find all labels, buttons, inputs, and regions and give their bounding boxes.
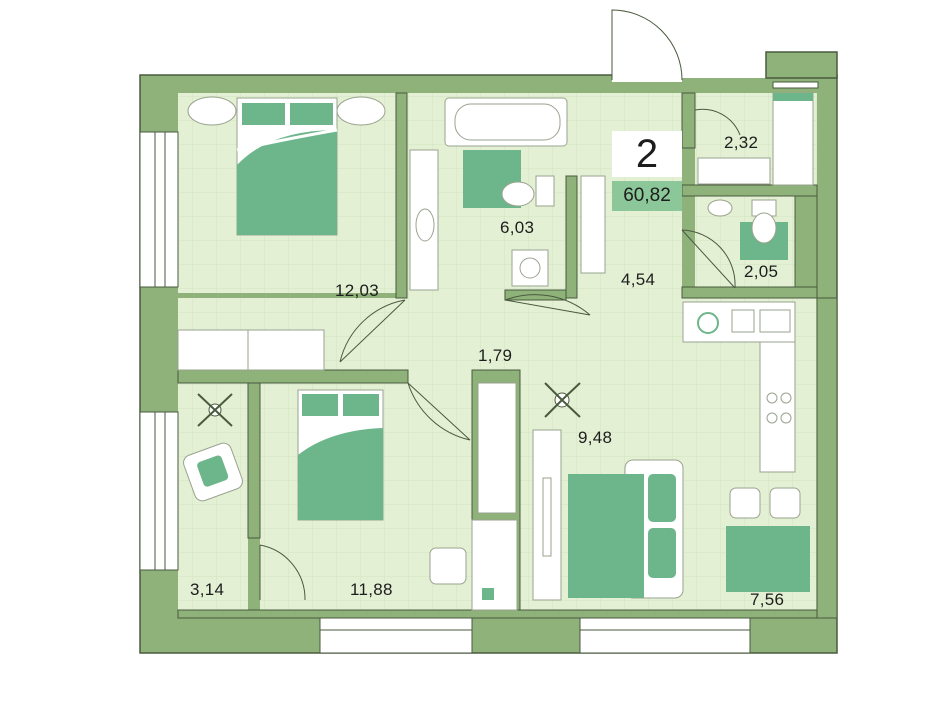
tv-unit bbox=[532, 429, 562, 601]
doors bbox=[259, 9, 741, 601]
area-living-room: 9,48 bbox=[578, 428, 613, 447]
area-bedroom-1: 12,03 bbox=[335, 281, 380, 300]
desk bbox=[429, 519, 518, 611]
area-toilet: 2,05 bbox=[744, 262, 779, 281]
window-balcony bbox=[139, 411, 179, 571]
area-bedroom-2: 11,88 bbox=[350, 580, 393, 599]
sink-counter bbox=[409, 149, 439, 291]
window-bedroom-1 bbox=[139, 131, 179, 288]
total-area: 60,82 bbox=[612, 181, 682, 211]
toilet-fixtures bbox=[707, 199, 788, 260]
wardrobe-2 bbox=[477, 382, 517, 514]
dining-table bbox=[726, 487, 810, 592]
bed-2 bbox=[297, 389, 384, 521]
window-living bbox=[579, 617, 751, 654]
window-bedroom-2 bbox=[319, 617, 473, 654]
entrance-door bbox=[611, 9, 683, 81]
windows bbox=[139, 81, 819, 654]
area-storage: 2,32 bbox=[724, 133, 759, 152]
storage-door bbox=[694, 108, 741, 148]
balcony-floor bbox=[178, 383, 248, 618]
bathtub bbox=[444, 97, 568, 208]
wardrobe-1 bbox=[177, 329, 325, 371]
plant-living bbox=[544, 382, 581, 418]
bed-1 bbox=[187, 96, 386, 236]
corridor-door-left bbox=[339, 299, 406, 363]
toilet-bath bbox=[501, 175, 555, 207]
area-bathroom: 6,03 bbox=[500, 218, 535, 237]
kitchen-counter bbox=[682, 301, 796, 473]
area-hallway: 4,54 bbox=[621, 270, 656, 289]
area-kitchen: 7,56 bbox=[750, 590, 785, 609]
corridor-left-floor bbox=[405, 290, 515, 385]
washing-machine bbox=[511, 249, 549, 287]
corridor-door-right bbox=[504, 294, 591, 316]
bedroom-2-door bbox=[407, 382, 471, 441]
balcony-chair bbox=[183, 393, 243, 502]
window-kitchen bbox=[772, 81, 819, 89]
toilet-door bbox=[681, 229, 736, 289]
area-corridor: 1,79 bbox=[478, 346, 513, 365]
storage-shelves bbox=[697, 92, 814, 186]
sofa bbox=[568, 459, 684, 599]
rooms-count: 2 bbox=[612, 131, 682, 177]
area-balcony: 3,14 bbox=[190, 580, 225, 599]
balcony-door bbox=[259, 544, 306, 601]
hall-cabinet bbox=[580, 175, 606, 274]
